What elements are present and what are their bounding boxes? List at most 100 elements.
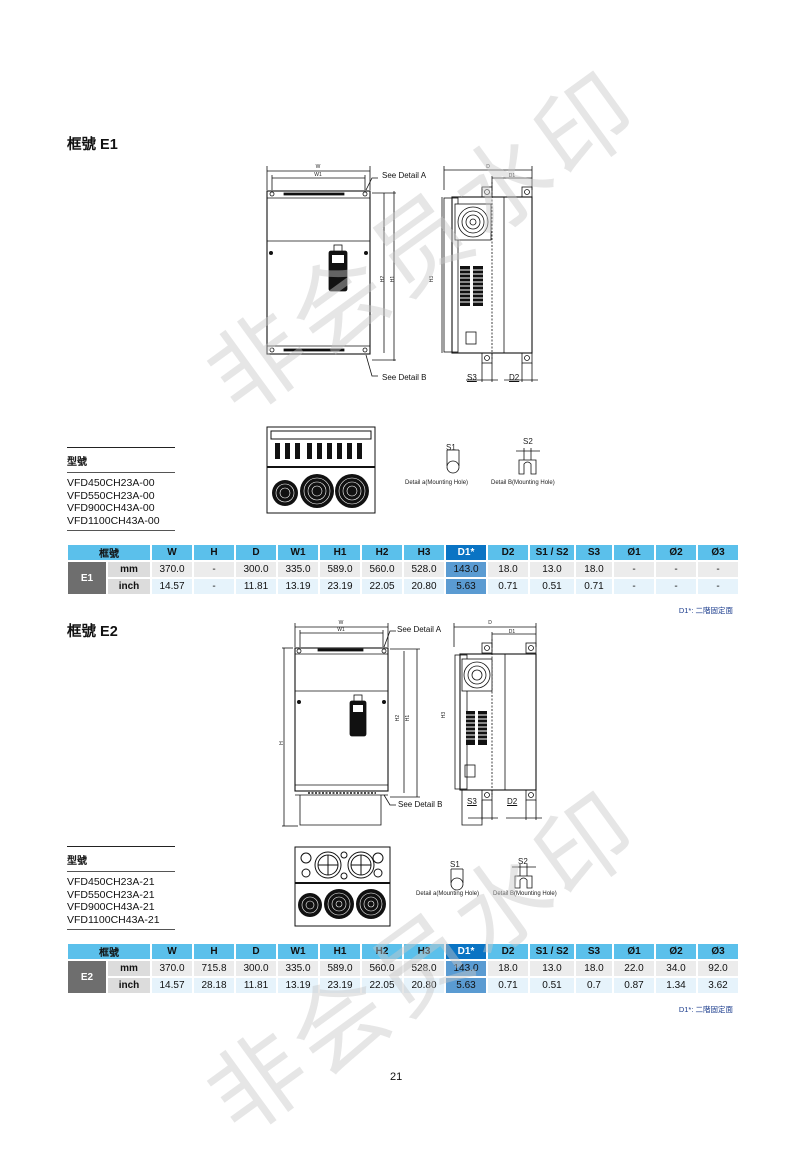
bottom-view-drawing-e1: [265, 425, 377, 515]
table-cell: -: [194, 579, 234, 594]
table-cell: 300.0: [236, 562, 276, 577]
table-cell: -: [656, 562, 696, 577]
table-cell: 0.51: [530, 579, 574, 594]
table-note-e2: D1*: 二階固定面: [678, 1005, 733, 1014]
col-header: S3: [576, 545, 612, 560]
table-cell-highlight: 5.63: [446, 579, 486, 594]
frame-cell: E2: [68, 961, 106, 993]
table-cell: 34.0: [656, 961, 696, 976]
model-item: VFD1100CH43A-21: [67, 913, 160, 926]
model-header: 型號: [67, 457, 87, 468]
table-cell: 11.81: [236, 978, 276, 993]
table-cell: 14.57: [152, 978, 192, 993]
table-cell: 13.19: [278, 579, 318, 594]
col-header: D2: [488, 545, 528, 560]
svg-text:D1: D1: [509, 173, 516, 179]
detail-a-drawing-e2: [448, 866, 466, 892]
table-cell: 528.0: [404, 562, 444, 577]
col-header-highlight: D1*: [446, 944, 486, 959]
table-cell: -: [698, 579, 738, 594]
col-header: H2: [362, 545, 402, 560]
see-detail-b-label: See Detail B: [398, 800, 443, 809]
bottom-view-drawing-e2: [293, 843, 393, 928]
svg-text:W: W: [339, 620, 344, 626]
col-header: Ø3: [698, 944, 738, 959]
page-number: 21: [390, 1071, 403, 1083]
table-cell: 560.0: [362, 562, 402, 577]
unit-cell: inch: [108, 579, 150, 594]
table-cell: 300.0: [236, 961, 276, 976]
dim-w-label: W: [316, 164, 321, 170]
dim-h3-label: H3: [429, 275, 436, 283]
side-view-drawing-e1: D D1: [438, 160, 548, 385]
col-header: Ø2: [656, 545, 696, 560]
model-list-e1: 型號 VFD450CH23A-00 VFD550CH23A-00 VFD900C…: [67, 447, 175, 531]
table-cell: 28.18: [194, 978, 234, 993]
table-cell: 0.51: [530, 978, 574, 993]
section-title-e2: 框號 E2: [67, 624, 118, 640]
dim-h2-label: H2: [395, 714, 402, 722]
dim-h3-label: H3: [441, 711, 448, 719]
table-cell: 560.0: [362, 961, 402, 976]
see-detail-a-label: See Detail A: [382, 171, 427, 180]
detail-b-drawing-e2: [512, 864, 536, 890]
col-header: H3: [404, 944, 444, 959]
detail-a-caption: Detail a(Mounting Hole): [416, 891, 480, 897]
dim-w1-label: W1: [314, 172, 322, 178]
detail-b-drawing-e1: [516, 446, 540, 476]
col-header: H3: [404, 545, 444, 560]
col-header: H2: [362, 944, 402, 959]
table-cell: 22.05: [362, 579, 402, 594]
table-cell: 589.0: [320, 562, 360, 577]
table-cell: 18.0: [576, 961, 612, 976]
unit-cell: inch: [108, 978, 150, 993]
detail-s1-label: S1: [450, 860, 460, 869]
table-cell: 0.71: [576, 579, 612, 594]
table-cell: -: [194, 562, 234, 577]
table-cell: 0.87: [614, 978, 654, 993]
table-cell: 370.0: [152, 961, 192, 976]
col-header: H1: [320, 545, 360, 560]
svg-text:D1: D1: [509, 629, 516, 635]
table-cell: 23.19: [320, 978, 360, 993]
col-header: S1 / S2: [530, 944, 574, 959]
col-header: S1 / S2: [530, 545, 574, 560]
dim-h1-label: H1: [390, 275, 397, 283]
col-header: W1: [278, 545, 318, 560]
detail-s2-label: S2: [518, 857, 528, 866]
side-view-drawing-e2: D D1: [450, 615, 550, 830]
front-view-drawing-e1: W W1: [262, 160, 396, 385]
front-view-drawing-e2: W W1: [280, 615, 420, 830]
unit-cell: mm: [108, 562, 150, 577]
svg-text:D: D: [486, 164, 490, 170]
col-header: Ø1: [614, 944, 654, 959]
detail-b-caption: Detail B(Mounting Hole): [493, 891, 557, 897]
table-cell: 3.62: [698, 978, 738, 993]
table-cell: 13.0: [530, 961, 574, 976]
model-item: VFD450CH23A-21: [67, 876, 155, 888]
col-header-frame: 框號: [68, 944, 150, 959]
table-cell: 370.0: [152, 562, 192, 577]
table-cell: 20.80: [404, 978, 444, 993]
model-header: 型號: [67, 856, 87, 867]
table-cell-highlight: 143.0: [446, 562, 486, 577]
detail-a-drawing-e1: [444, 446, 462, 476]
col-header-highlight: D1*: [446, 545, 486, 560]
table-cell: 13.0: [530, 562, 574, 577]
table-cell: 23.19: [320, 579, 360, 594]
model-item: VFD550CH23A-21: [67, 888, 155, 901]
svg-text:D: D: [488, 620, 492, 626]
table-cell: 22.0: [614, 961, 654, 976]
table-cell: 13.19: [278, 978, 318, 993]
table-cell: 18.0: [488, 562, 528, 577]
unit-cell: mm: [108, 961, 150, 976]
col-header-frame: 框號: [68, 545, 150, 560]
frame-cell: E1: [68, 562, 106, 594]
svg-text:W1: W1: [337, 627, 345, 633]
section-title-e1: 框號 E1: [67, 137, 118, 153]
table-cell: -: [656, 579, 696, 594]
col-header: W1: [278, 944, 318, 959]
table-cell: 11.81: [236, 579, 276, 594]
table-cell: -: [614, 579, 654, 594]
table-cell: 18.0: [488, 961, 528, 976]
